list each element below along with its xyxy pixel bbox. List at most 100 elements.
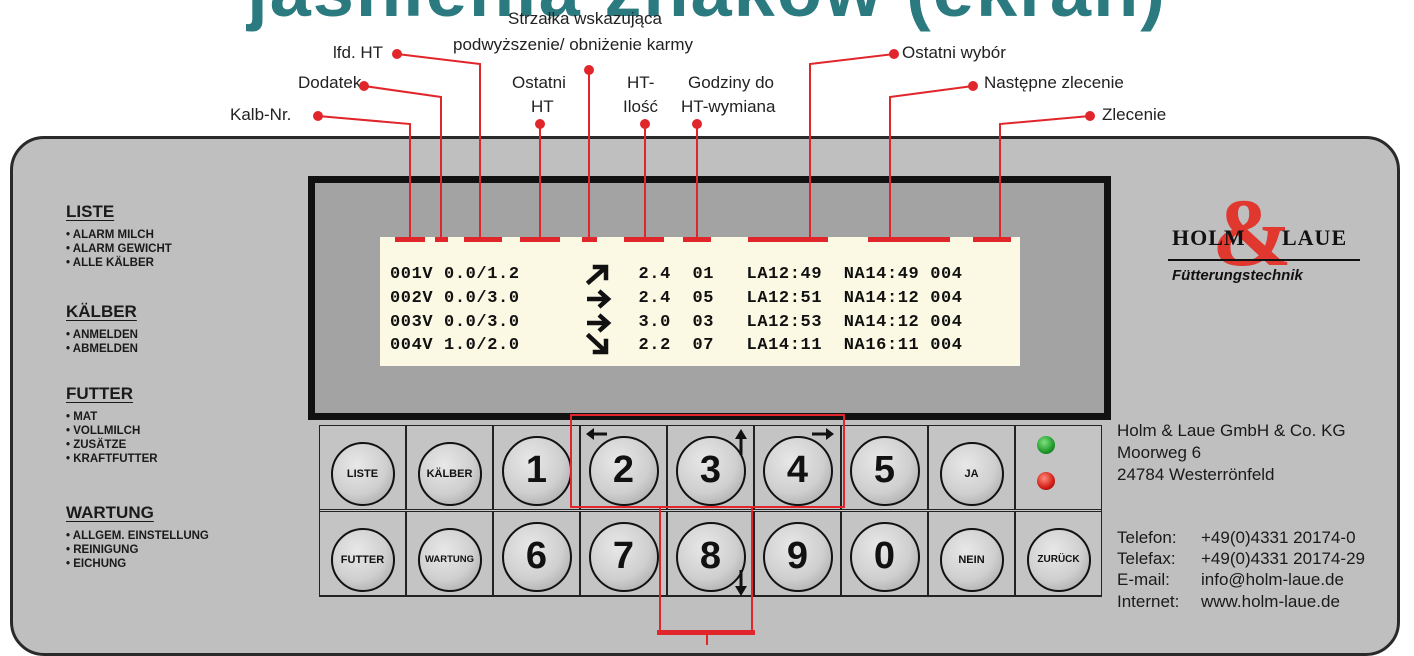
- marker-dot: [889, 49, 899, 59]
- lcd-last: LA14:11: [746, 336, 823, 355]
- contact-telefax: Telefax:+49(0)4331 20174-29: [1117, 549, 1365, 569]
- lcd-ht: 0.0/3.0: [444, 313, 520, 332]
- contact-value: info@holm-laue.de: [1201, 570, 1344, 589]
- digit-9-key[interactable]: 9: [762, 521, 833, 592]
- menu-futter: FUTTER • MAT • VOLLMILCH • ZUSÄTZE • KRA…: [66, 384, 158, 466]
- menu-heading-wartung: WARTUNG: [66, 503, 154, 522]
- lcd-order: 004: [930, 336, 963, 355]
- digit-6-key[interactable]: 6: [501, 521, 572, 592]
- digit-4-key[interactable]: 4: [762, 435, 833, 506]
- lcd-last: LA12:51: [746, 289, 823, 308]
- label-strzalka-2: podwyższenie/ obniżenie karmy: [453, 35, 694, 54]
- marker-dot: [640, 119, 650, 129]
- menu-item: • REINIGUNG: [66, 544, 139, 556]
- lcd-next: NA14:49: [843, 265, 920, 284]
- digit-7-key[interactable]: 7: [588, 521, 659, 592]
- label-dodatek: Dodatek: [298, 73, 362, 92]
- label-godziny-1: Godziny do: [688, 73, 774, 92]
- digit-3-key[interactable]: 3: [675, 435, 746, 506]
- label-zlecenie: Zlecenie: [1102, 105, 1167, 124]
- menu-heading-kaelber: KÄLBER: [66, 302, 137, 321]
- lcd-last: LA12:49: [746, 265, 823, 284]
- digit-2-key[interactable]: 2: [588, 435, 659, 506]
- digit-1-key[interactable]: 1: [501, 435, 572, 506]
- wartung-key[interactable]: WARTUNG: [417, 527, 482, 592]
- contact-internet: Internet: www.holm-laue.de: [1117, 592, 1340, 612]
- lcd-ht: 1.0/2.0: [444, 336, 520, 355]
- lcd-calf-nr: 003: [390, 313, 423, 332]
- marker-dot: [968, 81, 978, 91]
- marker-dot: [313, 111, 323, 121]
- marker-dot: [392, 49, 402, 59]
- lcd-row: 003V 0.0/3.0 3.0 03 LA12:53 NA14:12 004: [390, 313, 963, 332]
- liste-key[interactable]: LISTE: [330, 441, 395, 506]
- lcd-hours: 03: [692, 313, 715, 332]
- digit-8-key[interactable]: 8: [675, 521, 746, 592]
- menu-item: • VOLLMILCH: [66, 425, 141, 437]
- contact-email: E-mail: info@holm-laue.de: [1117, 570, 1344, 590]
- marker-dot: [692, 119, 702, 129]
- lcd-quantity: 2.2: [638, 336, 671, 355]
- lcd-hours: 07: [692, 336, 715, 355]
- futter-key[interactable]: FUTTER: [330, 527, 395, 592]
- lcd-calf-nr: 004: [390, 336, 423, 355]
- label-nastepne-zlecenie: Następne zlecenie: [984, 73, 1124, 92]
- menu-item: • ABMELDEN: [66, 343, 138, 355]
- menu-heading-futter: FUTTER: [66, 384, 134, 403]
- marker-dot: [1085, 111, 1095, 121]
- menu-item: • KRAFTFUTTER: [66, 453, 158, 465]
- contact-value: +49(0)4331 20174-29: [1201, 549, 1365, 568]
- label-kalb-nr: Kalb-Nr.: [230, 105, 292, 124]
- arrow-right-icon: [587, 289, 612, 309]
- logo-holm: HOLM: [1172, 225, 1246, 250]
- nein-key[interactable]: NEIN: [939, 527, 1004, 592]
- label-ostatni-ht-2: HT: [531, 97, 554, 116]
- digit-0-key[interactable]: 0: [849, 521, 920, 592]
- lcd-additive: V: [422, 289, 434, 308]
- lcd-last: LA12:53: [746, 313, 823, 332]
- zurueck-key[interactable]: ZURÜCK: [1026, 527, 1091, 592]
- label-lfd-ht: lfd. HT: [333, 43, 384, 62]
- menu-heading-liste: LISTE: [66, 202, 115, 221]
- lcd-row: 001V 0.0/1.2 2.4 01 LA12:49 NA14:49 004: [390, 265, 963, 284]
- lcd-calf-nr: 002: [390, 289, 423, 308]
- lcd-additive: V: [422, 265, 434, 284]
- marker-dot: [535, 119, 545, 129]
- label-ht-ilosc-1: HT-: [627, 73, 655, 92]
- digit-5-key[interactable]: 5: [849, 435, 920, 506]
- label-ostatni-wybor: Ostatni wybór: [902, 43, 1006, 62]
- lcd-next: NA14:12: [843, 289, 920, 308]
- menu-item: • ALLGEM. EINSTELLUNG: [66, 530, 209, 542]
- lcd-hours: 05: [692, 289, 715, 308]
- contact-label: E-mail:: [1117, 570, 1170, 589]
- keypad-cell: [1015, 425, 1102, 510]
- lcd-calf-nr: 001: [390, 265, 423, 284]
- menu-item: • ALARM GEWICHT: [66, 243, 172, 255]
- menu-item: • ANMELDEN: [66, 329, 138, 341]
- lcd-quantity: 2.4: [638, 289, 671, 308]
- label-strzalka-1: Strzałka wskazująca: [508, 9, 663, 28]
- lcd-order: 004: [930, 265, 963, 284]
- title-fragment: jaśnienia znaków (ekran): [0, 0, 1414, 40]
- lcd-next: NA16:11: [843, 336, 920, 355]
- label-ht-ilosc-2: Ilość: [623, 97, 658, 116]
- company-street: Moorweg 6: [1117, 443, 1202, 462]
- menu-wartung: WARTUNG • ALLGEM. EINSTELLUNG • REINIGUN…: [66, 503, 209, 571]
- contact-label: Internet:: [1117, 592, 1180, 611]
- contact-label: Telefon:: [1117, 528, 1177, 547]
- company-name: Holm & Laue GmbH & Co. KG: [1117, 421, 1346, 440]
- company-address: Holm & Laue GmbH & Co. KG Moorweg 6 2478…: [1117, 420, 1346, 486]
- contact-value: www.holm-laue.de: [1201, 592, 1340, 611]
- kaelber-key[interactable]: KÄLBER: [417, 441, 482, 506]
- lcd-ht: 0.0/3.0: [444, 289, 520, 308]
- arrow-up-right-icon: [585, 264, 609, 286]
- led-green: [1037, 436, 1055, 454]
- logo-subtitle: Fütterungstechnik: [1172, 267, 1303, 284]
- ja-key[interactable]: JA: [939, 441, 1004, 506]
- company-city: 24784 Westerrönfeld: [1117, 465, 1275, 484]
- contact-value: +49(0)4331 20174-0: [1201, 528, 1356, 547]
- lcd-order: 004: [930, 289, 963, 308]
- lcd-screen: [380, 237, 1020, 366]
- lcd-next: NA14:12: [843, 313, 920, 332]
